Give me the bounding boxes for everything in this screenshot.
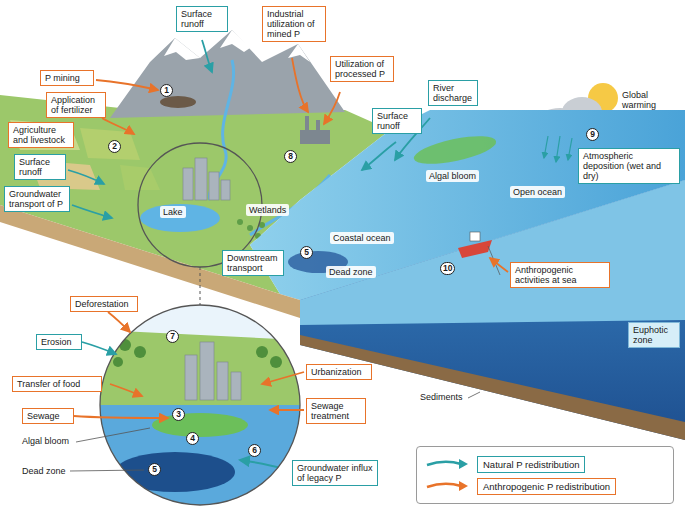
legend-arrow (425, 480, 469, 492)
box-text: Anthropogenic activities at sea (515, 265, 605, 285)
box-text: Atmospheric deposition (wet and dry) (583, 151, 675, 181)
natural-box: Surface runoff (14, 154, 66, 180)
anthropogenic-box: Transfer of food (12, 376, 102, 392)
callout-number: 6 (248, 444, 261, 457)
leader-lines (70, 168, 600, 471)
region-label: Coastal ocean (330, 232, 394, 244)
callout-number: 7 (166, 330, 179, 343)
fishing-boat (458, 232, 500, 275)
sediment-band (300, 335, 685, 440)
region-label: Dead zone (22, 466, 66, 476)
natural-box: River discharge (428, 80, 478, 106)
natural-box: Groundwater influx of legacy P (292, 460, 378, 486)
inset-scene (100, 305, 300, 505)
region-label: Open ocean (510, 186, 565, 198)
city (183, 158, 230, 200)
land-side (0, 205, 300, 318)
box-text: Groundwater transport of P (9, 189, 65, 209)
box-text: Groundwater influx of legacy P (297, 463, 373, 483)
box-text: Transfer of food (17, 379, 97, 389)
callout-number: 3 (172, 408, 185, 421)
region-label: Dead zone (326, 266, 376, 278)
callout-number: 9 (586, 128, 599, 141)
box-text: Application of fertilizer (51, 95, 101, 115)
zone-box: Euphotic zone (628, 322, 680, 348)
box-text: Agriculture and livestock (13, 125, 69, 145)
callout-number: 1 (160, 84, 173, 97)
region-label: Lake (160, 206, 186, 218)
region-label: Algal bloom (22, 436, 69, 446)
box-text: Utilization of processed P (335, 59, 389, 79)
anthropogenic-box: Sewage (22, 408, 74, 424)
natural-box: Surface runoff (372, 108, 422, 134)
region-label: Algal bloom (426, 170, 479, 182)
callout-number: 2 (108, 140, 121, 153)
natural-box: Surface runoff (176, 6, 228, 32)
natural-box: Atmospheric deposition (wet and dry) (578, 148, 680, 184)
anthropogenic-box: P mining (40, 70, 94, 86)
box-text: P mining (45, 73, 89, 83)
anthropogenic-box: Industrial utilization of mined P (262, 6, 326, 42)
legend-text: Anthropogenic P redistribution (477, 478, 616, 495)
legend-text: Natural P redistribution (477, 456, 585, 473)
anthropogenic-box: Urbanization (306, 364, 372, 380)
legend: Natural P redistributionAnthropogenic P … (416, 446, 674, 504)
callout-number: 8 (284, 150, 297, 163)
anthropogenic-box: Application of fertilizer (46, 92, 106, 118)
region-label: Wetlands (246, 204, 289, 216)
box-text: Deforestation (75, 299, 133, 309)
anthropogenic-box: Sewage treatment (306, 398, 366, 424)
legend-arrow (425, 458, 469, 470)
natural-box: Erosion (36, 334, 82, 350)
box-text: Industrial utilization of mined P (267, 9, 321, 39)
legend-row: Anthropogenic P redistribution (425, 475, 665, 497)
ocean-section (300, 180, 685, 440)
callout-number: 10 (440, 262, 455, 275)
natural-box: Groundwater transport of P (4, 186, 70, 212)
box-text: Surface runoff (181, 9, 223, 29)
anthropogenic-box: Anthropogenic activities at sea (510, 262, 610, 288)
euphotic-band (300, 180, 685, 325)
callout-number: 4 (186, 432, 199, 445)
annotation: Global warming (622, 90, 666, 110)
callout-number: 5 (300, 246, 313, 259)
natural-box: Downstream transport (222, 250, 284, 276)
anthropogenic-box: Utilization of processed P (330, 56, 394, 82)
box-text: Sewage (27, 411, 69, 421)
algal-bloom (412, 131, 499, 170)
box-text: Urbanization (311, 367, 367, 377)
rain (544, 136, 572, 162)
box-text: River discharge (433, 83, 473, 103)
box-text: Euphotic zone (633, 325, 675, 345)
zoom-link (200, 267, 201, 305)
anthropogenic-box: Deforestation (70, 296, 138, 312)
box-text: Sewage treatment (311, 401, 361, 421)
inset-outline (100, 305, 300, 505)
anthropogenic-box: Agriculture and livestock (8, 122, 74, 148)
fields (10, 120, 160, 190)
flow-arrows (68, 40, 508, 418)
zoom-circle (138, 143, 262, 267)
legend-row: Natural P redistribution (425, 453, 665, 475)
box-text: Surface runoff (19, 157, 61, 177)
box-text: Downstream transport (227, 253, 279, 273)
region-label: Sediments (420, 392, 463, 402)
box-text: Surface runoff (377, 111, 417, 131)
callout-number: 5 (148, 463, 161, 476)
box-text: Erosion (41, 337, 77, 347)
lake (140, 204, 220, 232)
